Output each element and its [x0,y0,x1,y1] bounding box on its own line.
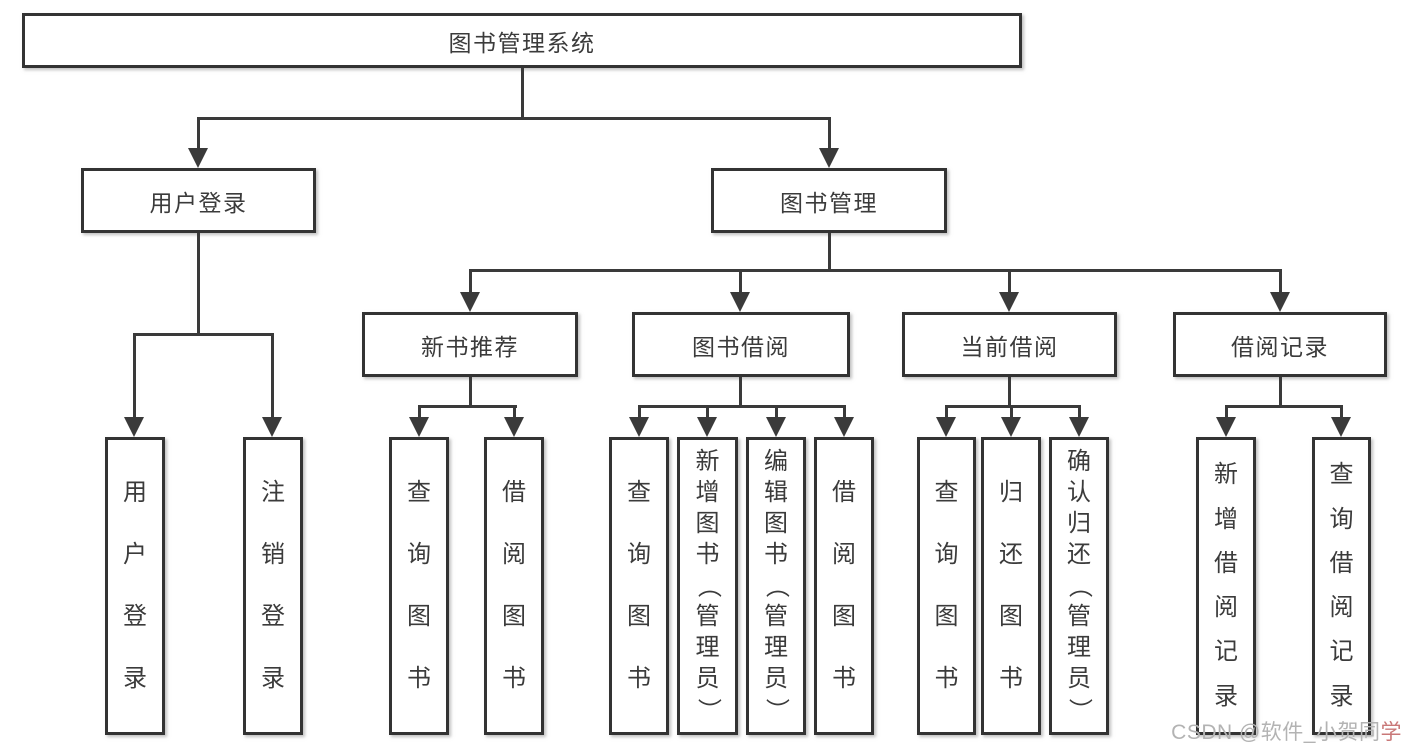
node-label: 编辑图书（管理员） [763,448,790,723]
connector-stub [843,405,846,421]
connector-stub [1008,269,1011,297]
node-label: 用户登录 [149,189,248,216]
connector-stub [469,269,472,297]
node-new-book-recommend: 新书推荐 [362,312,578,377]
leaf-add-books-admin: 新增图书（管理员） [677,437,738,735]
connector-stem [739,377,742,408]
connector-stub [1225,405,1228,421]
arrowhead-down-icon [262,417,282,437]
connector-stub [775,405,778,421]
connector-stub [271,333,274,421]
node-label: 确认归还（管理员） [1066,448,1093,723]
arrowhead-down-icon [1069,417,1089,437]
connector-stub [1010,405,1013,421]
connector-level3-bar [469,269,1282,272]
arrowhead-down-icon [409,417,429,437]
leaf-query-books-newrec: 查询图书 [389,437,449,735]
leaf-query-borrow-record: 查询借阅记录 [1312,437,1371,735]
node-user-login: 用户登录 [81,168,316,233]
leaf-borrow-books: 借阅图书 [814,437,874,735]
connector-bar [418,405,517,408]
leaf-edit-books-admin: 编辑图书（管理员） [746,437,806,735]
node-label: 查询图书 [627,479,651,692]
node-library-management-system: 图书管理系统 [22,13,1022,68]
node-label: 图书管理系统 [448,29,596,56]
node-book-management: 图书管理 [711,168,947,233]
arrowhead-down-icon [834,417,854,437]
node-label: 归还图书 [999,479,1023,692]
leaf-logout: 注销登录 [243,437,303,735]
arrowhead-down-icon [999,292,1019,312]
node-label: 查询图书 [407,479,431,692]
connector-stub [706,405,709,421]
leaf-borrow-books-newrec: 借阅图书 [484,437,544,735]
arrowhead-down-icon [766,417,786,437]
node-label: 新书推荐 [421,333,519,360]
connector-level1-bar [197,117,831,120]
leaf-add-borrow-record: 新增借阅记录 [1196,437,1256,735]
arrowhead-down-icon [697,417,717,437]
node-label: 新增图书（管理员） [694,448,722,723]
node-current-borrowing: 当前借阅 [902,312,1117,377]
connector-stub [1078,405,1081,421]
connector-stub [197,117,200,154]
node-label: 注销登录 [261,479,285,692]
connector-root-stem [521,68,524,120]
node-label: 借阅记录 [1231,333,1329,360]
arrowhead-down-icon [188,148,208,168]
node-label: 图书管理 [780,189,878,216]
connector-bar [1225,405,1343,408]
arrowhead-down-icon [819,148,839,168]
node-book-borrowing: 图书借阅 [632,312,850,377]
arrowhead-down-icon [936,417,956,437]
connector-bar [638,405,846,408]
node-label: 新增借阅记录 [1214,461,1238,710]
arrowhead-down-icon [504,417,524,437]
connector-stub [133,333,136,421]
connector-book-mgmt-stem [828,233,831,272]
arrowhead-down-icon [460,292,480,312]
connector-stub [513,405,516,421]
connector-stem [1279,377,1282,408]
watermark: CSDN @软件_小贺同学 [1171,716,1402,746]
node-label: 查询借阅记录 [1329,461,1354,710]
connector-stub [1279,269,1282,297]
leaf-return-books: 归还图书 [981,437,1041,735]
arrowhead-down-icon [1270,292,1290,312]
connector-stem [469,377,472,408]
node-label: 借阅图书 [832,479,856,692]
connector-bar [945,405,1081,408]
connector-stub [945,405,948,421]
node-label: 图书借阅 [692,333,790,360]
connector-stub [418,405,421,421]
leaf-user-login: 用户登录 [105,437,165,735]
connector-stub [828,117,831,154]
connector-user-login-bar [133,333,274,336]
node-borrowing-records: 借阅记录 [1173,312,1387,377]
connector-stub [739,269,742,297]
leaf-query-books-borrow: 查询图书 [609,437,669,735]
watermark-text: CSDN @软件_小贺同 [1171,721,1381,744]
connector-stub [638,405,641,421]
node-label: 用户登录 [123,479,147,692]
connector-stub [1340,405,1343,421]
arrowhead-down-icon [124,417,144,437]
arrowhead-down-icon [1001,417,1021,437]
node-label: 借阅图书 [502,479,526,692]
connector-stem [1008,377,1011,408]
arrowhead-down-icon [629,417,649,437]
arrowhead-down-icon [1331,417,1351,437]
node-label: 当前借阅 [960,333,1059,360]
leaf-confirm-return-admin: 确认归还（管理员） [1049,437,1109,735]
watermark-accent-text: 学 [1380,721,1402,744]
connector-user-login-stem [197,233,200,336]
arrowhead-down-icon [730,292,750,312]
leaf-query-books-current: 查询图书 [917,437,976,735]
node-label: 查询图书 [934,479,959,692]
arrowhead-down-icon [1216,417,1236,437]
